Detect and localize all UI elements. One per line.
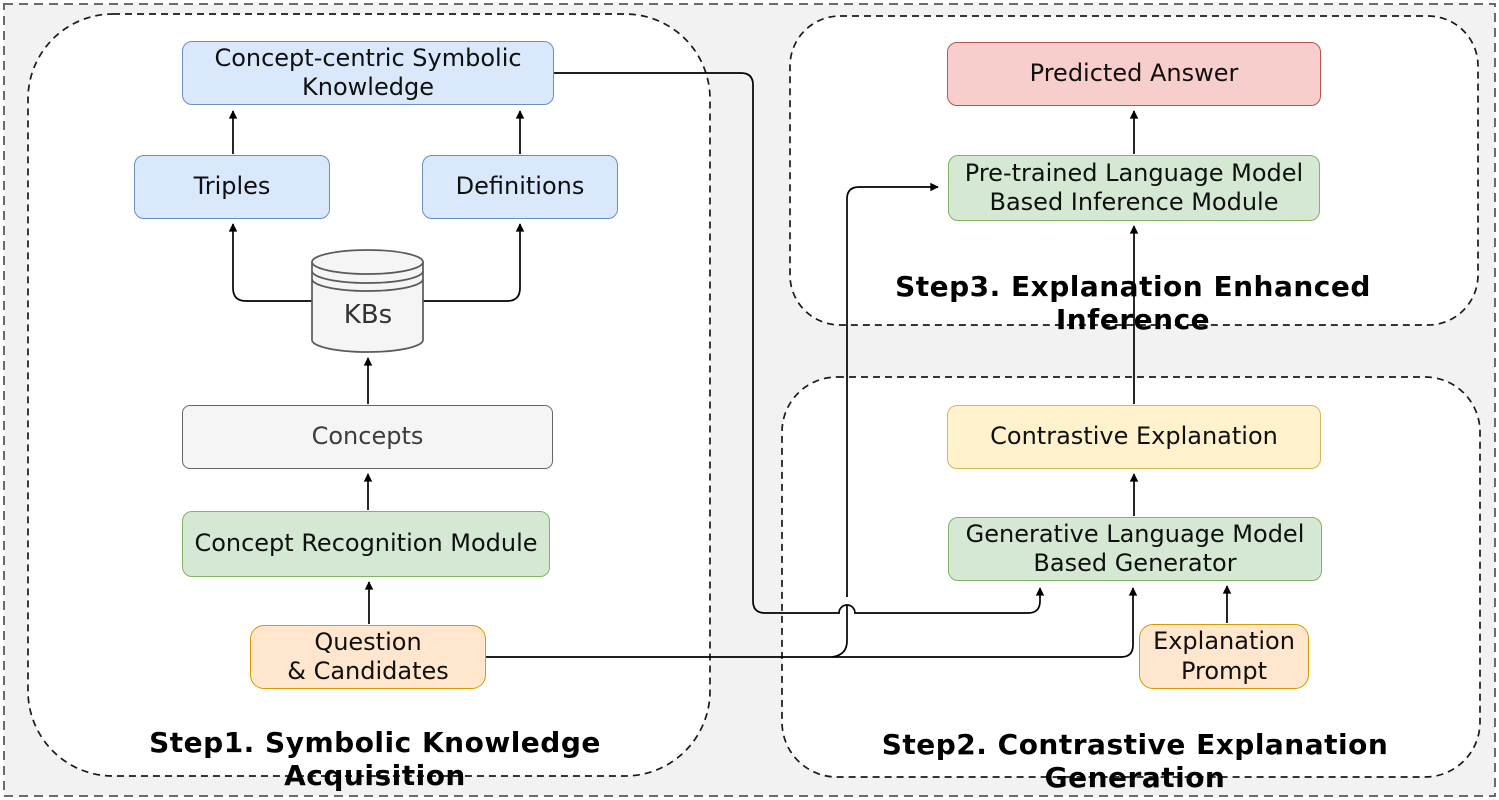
edge-question-to-generator (486, 587, 1138, 658)
edge-kbs-to-triples (228, 223, 312, 302)
node-triples: Triples (134, 155, 330, 219)
node-definitions: Definitions (422, 155, 618, 219)
step3-label: Step3. Explanation Enhanced Inference (895, 270, 1371, 336)
node-inference-module: Pre-trained Language Model Based Inferen… (948, 155, 1320, 221)
node-generator: Generative Language Model Based Generato… (948, 517, 1322, 581)
node-question-candidates: Question & Candidates (250, 625, 486, 689)
node-kbs-label: KBs (343, 300, 393, 330)
node-concepts: Concepts (182, 405, 553, 469)
edge-question-to-inference (831, 182, 939, 658)
node-contrastive-explanation: Contrastive Explanation (947, 405, 1321, 469)
node-predicted-answer: Predicted Answer (947, 42, 1321, 106)
kbs-cylinder (311, 249, 424, 353)
edge-kbs-to-definitions (423, 223, 525, 302)
edge-concept-centric-to-generator (554, 72, 1045, 614)
edge-hop-casing (830, 597, 864, 615)
node-concept-recognition-module: Concept Recognition Module (182, 511, 550, 577)
step2-label: Step2. Contrastive Explanation Generatio… (881, 728, 1389, 794)
node-concept-centric-symbolic-knowledge: Concept-centric Symbolic Knowledge (182, 41, 554, 105)
node-explanation-prompt: Explanation Prompt (1139, 624, 1309, 689)
step1-label: Step1. Symbolic Knowledge Acquisition (149, 726, 601, 792)
